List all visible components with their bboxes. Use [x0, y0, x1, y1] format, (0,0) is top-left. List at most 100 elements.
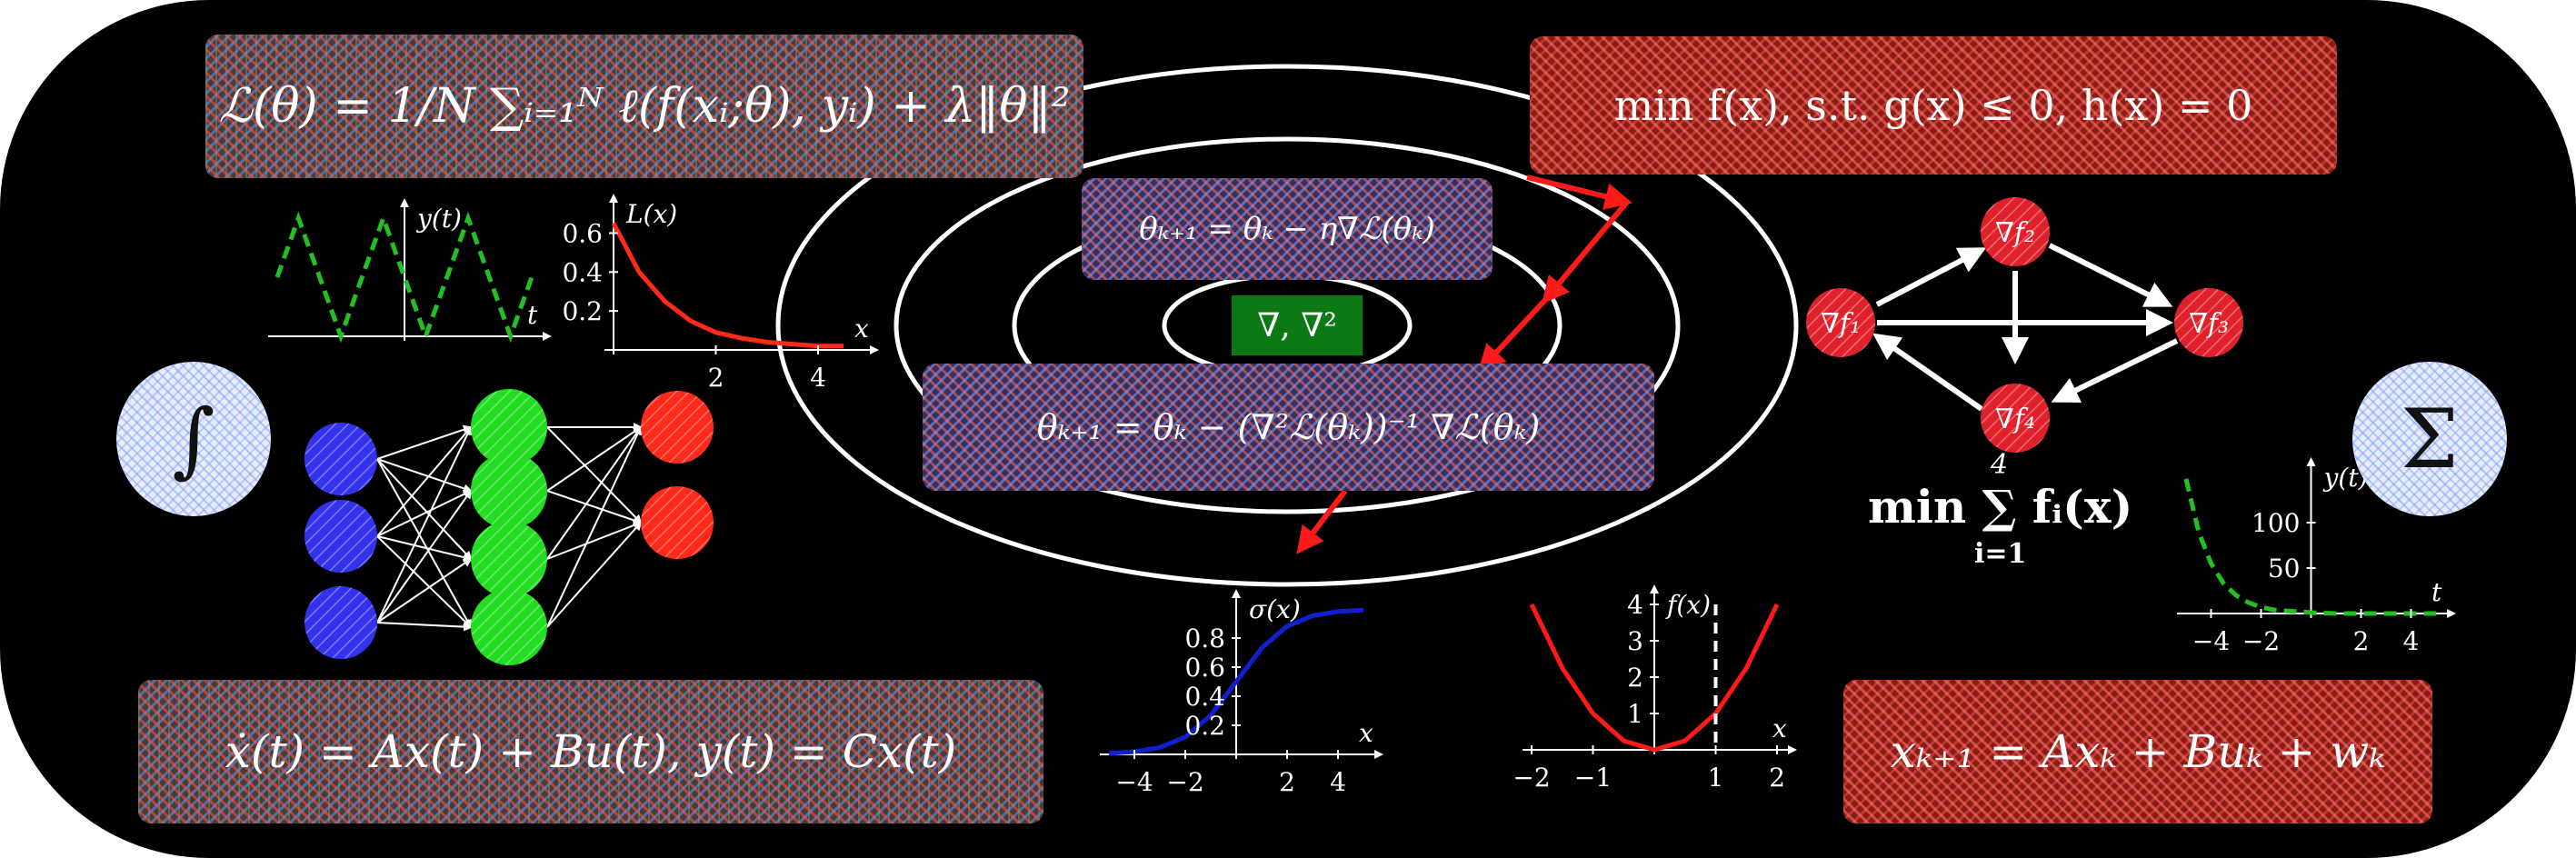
nn-edge — [376, 458, 473, 561]
state-space-text: ẋ(t) = Ax(t) + Bu(t), y(t) = Cx(t) — [225, 725, 957, 778]
constrained-problem-text: min f(x), s.t. g(x) ≤ 0, h(x) = 0 — [1613, 81, 2253, 130]
data-point — [1261, 647, 1263, 649]
data-point — [1363, 609, 1364, 611]
sum-badge: Σ — [2352, 362, 2507, 516]
gradient-nodes: ∇f₁ ∇f₂ ∇f₃ ∇f₄ — [1806, 197, 2243, 453]
sum-min-bottom: i=1 — [1974, 538, 2027, 570]
data-point — [383, 217, 384, 219]
x-tick-label: 2 — [708, 363, 724, 393]
data-point — [276, 276, 278, 278]
state-space-box: ẋ(t) = Ax(t) + Bu(t), y(t) = Cx(t) — [138, 680, 1043, 823]
data-point — [766, 341, 768, 343]
data-point — [2285, 610, 2287, 612]
nn-edge — [546, 425, 643, 560]
x-axis-label: t — [527, 300, 538, 330]
nn-neuron-hatch — [471, 521, 547, 597]
node-f4-label: ∇f₄ — [1995, 404, 2035, 435]
sum-icon: Σ — [2401, 391, 2459, 487]
data-point — [2198, 531, 2200, 533]
y-axis-label: L(x) — [625, 199, 677, 229]
y-tick-label: 0.2 — [562, 296, 603, 326]
x-tick-label: −4 — [2192, 626, 2230, 656]
y-tick-label: 0.6 — [1184, 653, 1225, 683]
nn-edge — [376, 489, 473, 537]
data-point — [1184, 736, 1186, 738]
node-f1-label: ∇f₁ — [1821, 308, 1861, 340]
nn-edge — [546, 425, 643, 628]
x-tick-label: −2 — [1513, 763, 1550, 793]
data-point — [1562, 667, 1563, 669]
nn-edge — [376, 489, 473, 624]
node-f3-label: ∇f₃ — [2189, 308, 2229, 340]
x-axis-label: t — [2431, 577, 2442, 607]
node-f3: ∇f₃ — [2174, 288, 2243, 357]
y-tick-label: 50 — [2268, 554, 2301, 584]
nn-edge — [546, 490, 643, 525]
y-axis-label: σ(x) — [1249, 594, 1301, 624]
sum-min-top: 4 — [1991, 449, 2009, 481]
neural-network — [305, 389, 714, 665]
y-tick-label: 0.8 — [1184, 624, 1225, 653]
integral-badge: ∫ — [116, 362, 271, 516]
x-tick-label: 1 — [1708, 763, 1724, 793]
gradient-step-box: θₖ₊₁ = θₖ − η∇ℒ(θₖ) — [1082, 178, 1493, 280]
data-point — [1159, 746, 1161, 748]
node-f4: ∇f₄ — [1981, 384, 2050, 453]
series-line — [611, 222, 844, 349]
descent-arrow-3 — [1477, 297, 1548, 373]
nn-neuron-hatch — [471, 589, 547, 665]
nn-edge — [376, 425, 473, 537]
node-f1: ∇f₁ — [1806, 288, 1875, 357]
data-point — [297, 217, 299, 219]
discrete-dynamics-text: xₖ₊₁ = Axₖ + Buₖ + wₖ — [1890, 725, 2386, 778]
x-axis-label: x — [1772, 713, 1787, 743]
nn-neuron-hatch — [305, 423, 377, 495]
x-tick-label: 2 — [2353, 626, 2370, 656]
nn-edge — [546, 425, 643, 492]
data-point — [2248, 602, 2250, 604]
nn-neuron-hatch — [471, 389, 547, 465]
x-tick-label: −2 — [2242, 626, 2280, 656]
edge-f2-f3 — [2048, 243, 2173, 307]
x-tick-label: −4 — [1115, 767, 1153, 797]
discrete-dynamics-box: xₖ₊₁ = Axₖ + Buₖ + wₖ — [1843, 680, 2432, 823]
nn-edge — [376, 458, 472, 629]
y-tick-label: 0.4 — [562, 257, 603, 287]
sum-min-formula: min ∑ fᵢ(x) — [1868, 480, 2133, 534]
data-point — [404, 276, 405, 278]
data-point — [340, 335, 342, 337]
y-tick-label: 4 — [1627, 590, 1643, 620]
gradient-graph — [1872, 243, 2179, 412]
data-point — [424, 335, 426, 337]
edge-f3-f4 — [2051, 338, 2179, 403]
descent-arrow-1 — [1526, 175, 1632, 210]
y-tick-label: 0.2 — [1184, 711, 1225, 741]
descent-arrow-2 — [1542, 200, 1630, 304]
loss-function-text: ℒ(θ) = 1/N ∑ᵢ₌₁ᴺ ℓ(f(xᵢ;θ), yᵢ) + λ‖θ‖² — [218, 79, 1071, 134]
y-axis-label: f(x) — [1665, 590, 1711, 620]
data-point — [1776, 604, 1778, 605]
nn-edge — [376, 425, 473, 624]
data-point — [1337, 611, 1339, 613]
x-tick-label: 2 — [1279, 767, 1295, 797]
descent-arrow-4 — [1296, 489, 1348, 554]
data-point — [510, 335, 512, 337]
data-point — [319, 276, 321, 278]
data-point — [715, 332, 716, 334]
node-f2-label: ∇f₂ — [1995, 217, 2035, 249]
data-point — [446, 276, 448, 278]
y-tick-label: 2 — [1627, 663, 1643, 693]
contour-ellipse-4 — [775, 64, 1799, 587]
nn-neuron-hatch — [305, 500, 377, 573]
x-tick-label: 2 — [1769, 763, 1785, 793]
x-axis-label: x — [1359, 718, 1373, 748]
nn-edge — [376, 557, 473, 624]
data-point — [1235, 681, 1237, 683]
derivatives-tag-text: ∇, ∇² — [1257, 306, 1337, 344]
y-axis-label: y(t) — [415, 204, 462, 234]
data-point — [1653, 749, 1655, 751]
